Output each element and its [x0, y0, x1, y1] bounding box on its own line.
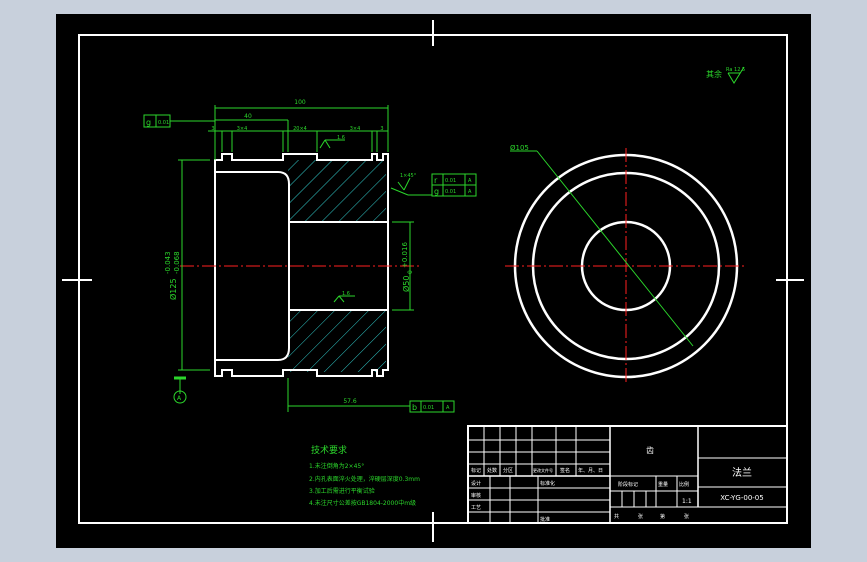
- roughness-bottom: 1.6: [342, 291, 350, 297]
- surface-finish-note: 其余 Ra 12.5: [706, 66, 745, 84]
- notes-title: 技术要求: [311, 444, 347, 456]
- gdt-bottom-symbol: b: [412, 403, 417, 412]
- tb-row-label-0: 标记: [471, 467, 481, 474]
- gdt-right-top-symbol: r: [434, 176, 438, 185]
- dim-length-40: 40: [244, 113, 252, 120]
- tb-row-label-2: 分区: [503, 467, 513, 474]
- center-marks: [62, 20, 804, 542]
- gdt-right-bottom-datum: A: [468, 189, 472, 195]
- gdt-right-top-datum: A: [468, 178, 472, 184]
- dim-outer-diameter: Ø125: [168, 278, 178, 300]
- dim-groove-mid: 20×4: [293, 126, 307, 132]
- gdt-bottom-value: 0.01: [423, 405, 434, 411]
- technical-notes: 技术要求 1.未注倒角为2×45° 2.内孔表面淬火处理，淬硬层深度0.3mm …: [309, 444, 420, 507]
- dim-groove-right: 3×4: [350, 126, 361, 132]
- tb-approve-label: 批准: [540, 516, 550, 523]
- tb-weight-label: 重量: [658, 481, 668, 488]
- tb-designer-label: 设计: [471, 480, 481, 487]
- tb-row-label-3: 更改文件号: [533, 467, 553, 473]
- dim-outer-diameter-group: Ø125 -0.043 -0.068: [164, 251, 181, 300]
- datum-label: A: [177, 395, 182, 402]
- title-block: [467, 425, 788, 524]
- tb-check-label: 审核: [471, 492, 481, 499]
- section-dimensions: [170, 105, 432, 412]
- dim-bore-diameter-group: Ø50 0 +0.016: [401, 242, 414, 292]
- gdt-right-top-value: 0.01: [445, 178, 456, 184]
- gdt-left-symbol: g: [146, 118, 151, 127]
- tb-ratio-label: 比例: [679, 481, 689, 488]
- roughness-top: 1.6: [337, 135, 345, 141]
- dim-bore-tol: +0.016: [401, 242, 409, 268]
- tb-sheet-label-2: 第: [660, 513, 665, 520]
- tb-row-label-4: 签名: [560, 467, 570, 474]
- gdt-bottom-datum: A: [446, 405, 450, 411]
- surface-value: Ra 12.5: [726, 67, 745, 73]
- gdt-left-value: 0.01: [158, 120, 169, 126]
- end-view-diameter: Ø105: [510, 144, 529, 152]
- gdt-right-bottom-symbol: g: [434, 187, 439, 196]
- chamfer-note: 1×45°: [400, 173, 417, 179]
- gdt-right-bottom-value: 0.01: [445, 189, 456, 195]
- tb-drawing-number: XC-YG-00-05: [720, 494, 763, 502]
- dim-outer-tol-upper: -0.043: [164, 251, 172, 274]
- notes-line-1: 1.未注倒角为2×45°: [309, 462, 364, 470]
- dim-end-3-left: 3: [211, 126, 214, 132]
- tb-row-label-1: 处数: [487, 467, 497, 474]
- tb-sheet-label-3: 张: [684, 513, 689, 520]
- dim-bore-diameter: Ø50: [401, 276, 411, 292]
- dim-bore-tol-zero: 0: [407, 270, 414, 274]
- surface-label: 其余: [706, 69, 722, 79]
- end-view: [505, 148, 747, 384]
- section-view: [214, 153, 389, 377]
- dim-groove-left: 3×4: [237, 126, 248, 132]
- tb-sheet-label-1: 张: [638, 513, 643, 520]
- notes-line-3: 3.加工后需进行平衡试验: [309, 487, 375, 495]
- tb-scale: 1:1: [682, 498, 692, 505]
- notes-line-4: 4.未注尺寸公差按GB1804-2000中m级: [309, 499, 416, 507]
- tb-drawing-title: 法兰: [732, 466, 752, 479]
- tb-row-label-5: 年、月、日: [578, 467, 603, 474]
- dim-end-3-right: 3: [380, 126, 383, 132]
- dim-outer-tol-lower: -0.068: [173, 251, 181, 274]
- tb-part-name: 齿: [646, 446, 654, 455]
- tb-sheet-label-0: 共: [614, 513, 619, 520]
- dim-total-length: 100: [294, 99, 306, 106]
- gdt-boxes: [143, 114, 477, 413]
- notes-line-2: 2.内孔表面淬火处理，淬硬层深度0.3mm: [309, 475, 420, 483]
- tb-process-label: 工艺: [471, 505, 481, 511]
- dim-length-bottom: 57.6: [343, 398, 357, 405]
- tb-stage-label: 阶段标记: [618, 481, 638, 488]
- tb-standard-label: 标准化: [540, 480, 555, 487]
